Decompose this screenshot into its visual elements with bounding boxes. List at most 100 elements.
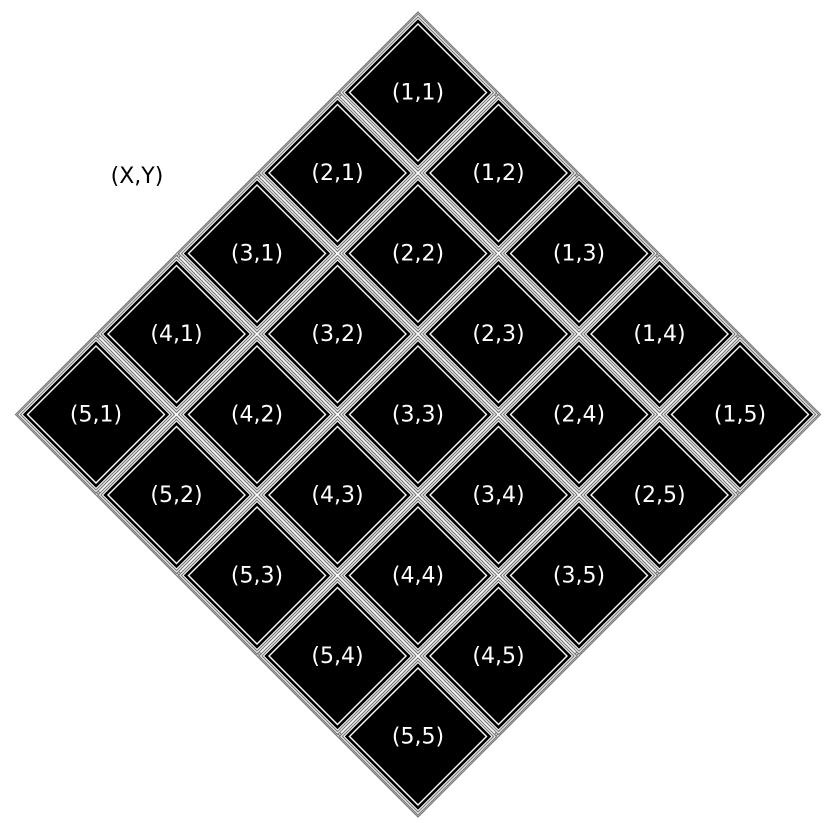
tile-frame-line <box>502 177 656 330</box>
tile-label: (3,2) <box>311 322 363 347</box>
tile-inner-line <box>348 184 488 323</box>
grid-tile: (2,2) <box>338 174 498 333</box>
tile-inner-line <box>429 103 568 243</box>
tile-frame-line <box>422 579 575 733</box>
tile-label: (2,3) <box>472 322 524 347</box>
tile-core <box>191 188 323 319</box>
tile-core <box>111 429 242 561</box>
tile-inner-line <box>187 345 327 484</box>
grid-tile: (2,5) <box>580 415 739 575</box>
grid-tile: (3,1) <box>177 174 337 333</box>
tile-frame-line <box>583 418 736 572</box>
tile-inner-line <box>268 586 407 726</box>
tile-core <box>513 349 645 480</box>
tile-inner-line <box>268 103 407 243</box>
tile-frame-line <box>422 96 575 250</box>
tile-inner-line <box>670 345 810 484</box>
grid-tile: (2,4) <box>499 335 659 494</box>
tile-label: (1,1) <box>392 81 444 106</box>
tile-frame-line <box>422 257 575 411</box>
tile-frame-line <box>341 16 495 169</box>
grid-tile: (1,3) <box>499 174 659 333</box>
tile-label: (2,5) <box>633 483 685 508</box>
tile-inner-line <box>187 184 327 323</box>
tile-inner-line <box>590 425 729 565</box>
grid-tile: (3,4) <box>419 415 578 575</box>
tile-label: (2,1) <box>311 161 363 186</box>
tile-frame-line <box>19 338 173 491</box>
tile-core <box>272 590 403 722</box>
grid-tile: (5,2) <box>97 415 256 575</box>
tile-frame-line <box>100 257 253 411</box>
tile-core <box>352 671 484 802</box>
tile-frame-line <box>180 499 334 652</box>
tile-core <box>433 107 564 239</box>
tile-label: (4,2) <box>231 403 283 428</box>
tile-label: (5,1) <box>70 403 122 428</box>
grid-tile: (4,1) <box>97 254 256 414</box>
tile-frame-line <box>100 418 253 572</box>
tile-frame-line <box>422 418 575 572</box>
grid-tile: (2,1) <box>258 93 417 253</box>
tile-frame-line <box>341 338 495 491</box>
tile-core <box>594 429 725 561</box>
tile-inner-line <box>348 345 488 484</box>
tile-inner-line <box>429 425 568 565</box>
tile-frame-line <box>341 177 495 330</box>
tile-label: (5,5) <box>392 725 444 750</box>
tile-frame-line <box>261 257 414 411</box>
tile-inner-line <box>590 264 729 404</box>
grid-tile: (4,5) <box>419 576 578 736</box>
tile-core <box>513 510 645 641</box>
tile-label: (2,4) <box>553 403 605 428</box>
tile-inner-line <box>348 506 488 645</box>
tile-inner-line <box>348 23 488 162</box>
grid-tile: (1,1) <box>338 13 498 172</box>
tile-core <box>191 349 323 480</box>
tile-core <box>352 349 484 480</box>
grid-tile: (4,2) <box>177 335 337 494</box>
tile-frame-line <box>341 660 495 813</box>
tile-label: (3,5) <box>553 564 605 589</box>
tile-label: (1,4) <box>633 322 685 347</box>
tile-core <box>594 268 725 400</box>
tile-inner-line <box>268 264 407 404</box>
tile-core <box>513 188 645 319</box>
tile-inner-line <box>509 506 649 645</box>
grid-tile: (1,4) <box>580 254 739 414</box>
tile-core <box>272 429 403 561</box>
tile-inner-line <box>429 264 568 404</box>
grid-tile: (2,3) <box>419 254 578 414</box>
tile-inner-line <box>187 506 327 645</box>
tile-label: (4,1) <box>150 322 202 347</box>
grid-tile: (1,2) <box>419 93 578 253</box>
tile-core <box>352 188 484 319</box>
tile-core <box>191 510 323 641</box>
tile-inner-line <box>348 667 488 806</box>
tile-label: (2,2) <box>392 242 444 267</box>
grid-tile: (3,3) <box>338 335 498 494</box>
tile-core <box>272 107 403 239</box>
tile-inner-line <box>107 425 246 565</box>
tile-inner-line <box>509 345 649 484</box>
grid-tiles: (1,1)(1,2)(1,3)(1,4)(1,5)(2,1)(2,2)(2,3)… <box>16 13 820 816</box>
tile-inner-line <box>509 184 649 323</box>
tile-frame-line <box>261 96 414 250</box>
grid-tile: (3,5) <box>499 496 659 655</box>
tile-core <box>111 268 242 400</box>
tile-frame-line <box>502 338 656 491</box>
grid-tile: (4,4) <box>338 496 498 655</box>
tile-label: (4,5) <box>472 644 524 669</box>
axis-legend-label: (X,Y) <box>111 164 164 189</box>
tile-frame-line <box>341 499 495 652</box>
tile-core <box>674 349 806 480</box>
tile-label: (3,4) <box>472 483 524 508</box>
tile-frame-line <box>583 257 736 411</box>
tile-core <box>30 349 162 480</box>
tile-core <box>272 268 403 400</box>
tile-label: (1,2) <box>472 161 524 186</box>
tile-label: (4,3) <box>311 483 363 508</box>
tile-label: (4,4) <box>392 564 444 589</box>
tile-frame-line <box>180 338 334 491</box>
